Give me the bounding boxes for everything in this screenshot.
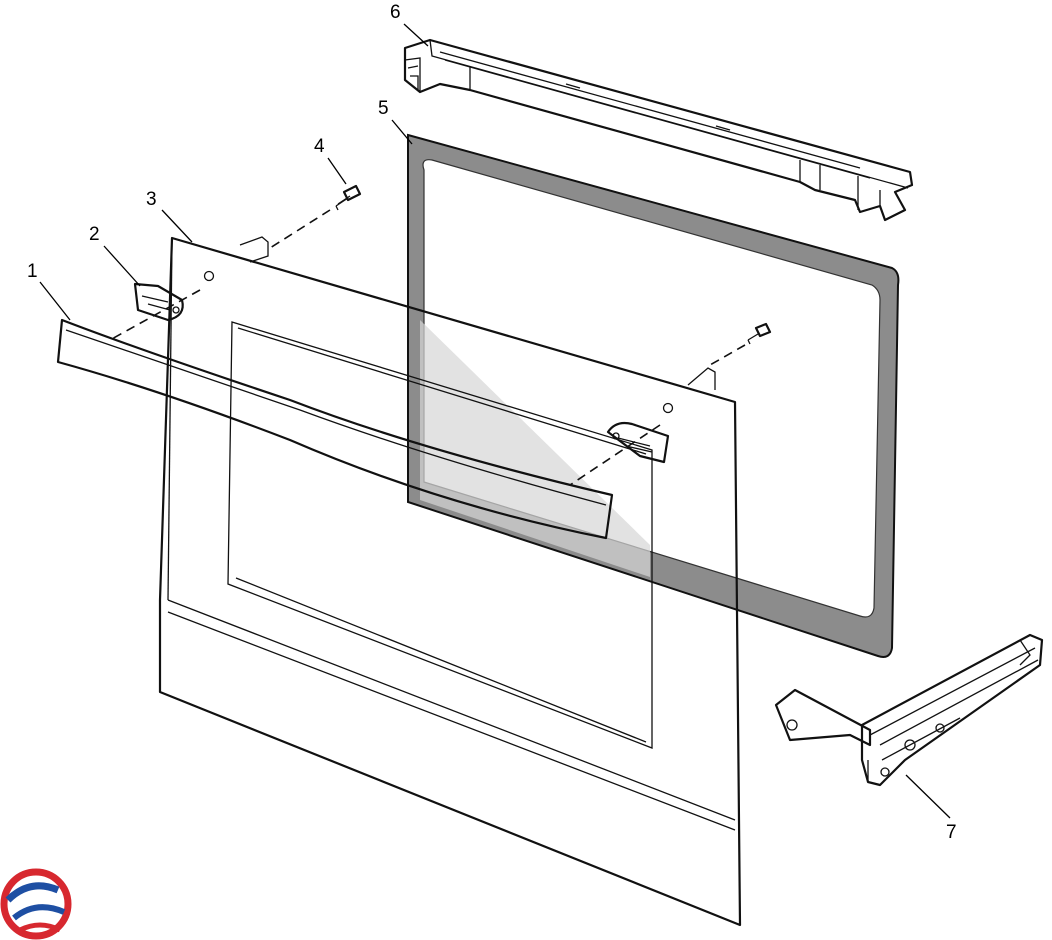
- leader-2: [103, 245, 141, 287]
- callout-7: 7: [946, 822, 957, 843]
- callout-2: 2: [89, 224, 100, 245]
- door-handle: [56, 318, 614, 540]
- door-hinge: [774, 633, 1044, 787]
- door-top-trim: [403, 38, 914, 222]
- leader-4: [327, 157, 347, 185]
- brand-logo: [0, 868, 72, 940]
- handle-end-cap: [133, 282, 670, 464]
- callout-3: 3: [146, 189, 157, 210]
- callout-labels: 1 2 3 4 5 6 7: [27, 2, 957, 843]
- screw: [335, 184, 772, 345]
- callout-6: 6: [390, 2, 401, 23]
- leader-1: [39, 281, 71, 321]
- outer-door-glass-panel: [158, 236, 742, 927]
- inner-door-glass: [407, 133, 900, 658]
- callout-4: 4: [314, 136, 325, 157]
- callout-5: 5: [378, 98, 389, 119]
- leader-7: [905, 774, 951, 819]
- leader-5: [391, 119, 413, 145]
- callout-1: 1: [27, 261, 38, 282]
- leader-3: [161, 209, 193, 243]
- leader-6: [403, 23, 429, 47]
